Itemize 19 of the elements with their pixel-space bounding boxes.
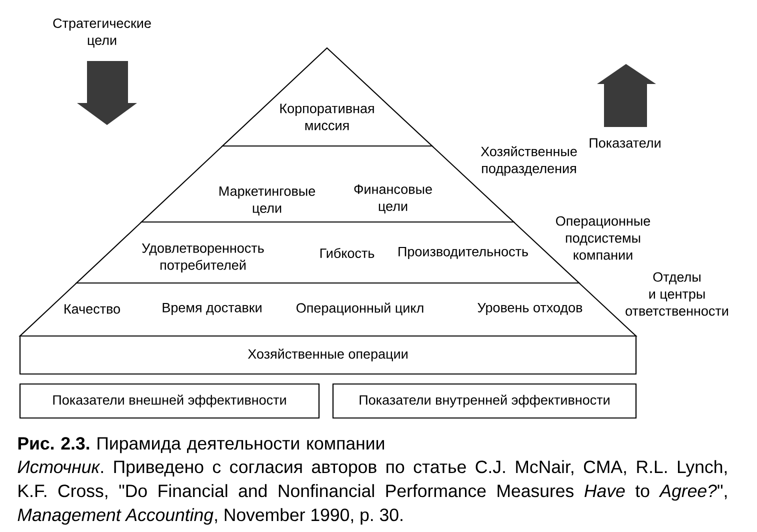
- text-box: Показатели внешней эффективности: [19, 383, 320, 419]
- tier-label: Операционный цикл: [296, 302, 424, 316]
- tier-label: Качество: [64, 304, 120, 314]
- text-box: Показатели внутренней эффективности: [332, 383, 637, 419]
- side-label: Операционные подсистемы компании: [556, 216, 650, 260]
- tier-label: Уровень отходов: [478, 302, 582, 316]
- side-label: Хозяйственные подразделения: [480, 146, 577, 176]
- tier-label: Гибкость: [320, 248, 374, 258]
- source-note: Источник. Приведено с согласия авторов по статье C.J. McNair, CMA, R.L. Lynch, K.F. Cross, "Do Financial and Nonfinancial Performance Measures Have to Agree?", Management Accounting, November 1990, p. 30.: [18, 460, 727, 525]
- arrow-label: Стратегические цели: [53, 18, 151, 48]
- side-label: Отделы и центры ответственности: [626, 272, 728, 316]
- base-band: Хозяйственные операции: [19, 335, 637, 375]
- arrow-label: Показатели: [590, 138, 660, 148]
- tier-label: Маркетинговые цели: [220, 186, 316, 216]
- tier-label: Производительность: [398, 246, 528, 260]
- tier-label: Время доставки: [162, 302, 262, 316]
- tier-label: Финансовые цели: [354, 184, 432, 214]
- tier-label: Удовлетворенность потребителей: [142, 243, 264, 273]
- caption: Рис. 2.3. Пирамида деятельности компании: [18, 437, 384, 454]
